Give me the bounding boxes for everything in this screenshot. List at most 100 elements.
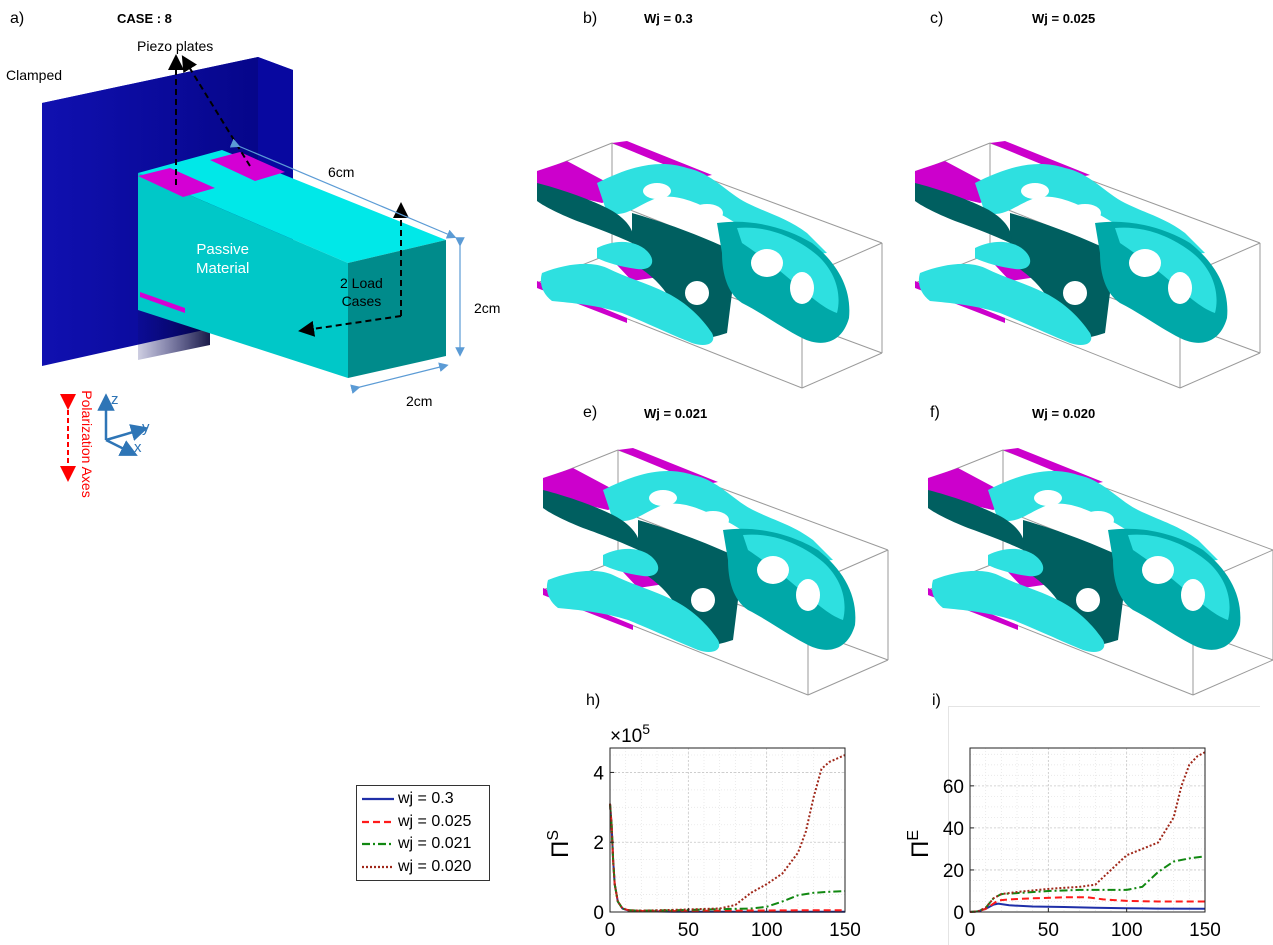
axis-y-arrow bbox=[105, 424, 149, 442]
y-exponent-base: ×10 bbox=[610, 726, 642, 747]
topology-c bbox=[914, 141, 1261, 389]
structure-tip bbox=[1095, 221, 1228, 343]
dim-length-label: 6cm bbox=[328, 164, 355, 180]
structure-hole bbox=[1129, 249, 1161, 277]
series-line-1 bbox=[609, 803, 845, 913]
panel-c-label: c) bbox=[930, 10, 944, 27]
plot-box bbox=[609, 747, 846, 913]
structure-hole bbox=[697, 511, 729, 529]
panel-i-label: i) bbox=[932, 692, 941, 709]
structure-tip bbox=[717, 221, 850, 343]
series-line-4 bbox=[609, 754, 846, 912]
dim-width-label: 2cm bbox=[406, 393, 433, 409]
structure-upper-flange bbox=[537, 183, 634, 243]
panel-b-label: b) bbox=[583, 10, 598, 27]
structure-lower-arm bbox=[546, 570, 720, 652]
y-exponent-sup: 5 bbox=[642, 721, 650, 737]
y-tick-label: 20 bbox=[943, 861, 964, 882]
structure-hole bbox=[649, 490, 677, 506]
series-line-3 bbox=[609, 803, 846, 912]
structure-hole bbox=[1034, 490, 1062, 506]
structure-web bbox=[1023, 520, 1128, 647]
bounding-box-edge bbox=[1192, 659, 1273, 696]
legend: wj = 0.3 wj = 0.025 wj = 0.021 wj = 0.020 bbox=[356, 785, 490, 881]
y-tick-label: 0 bbox=[953, 903, 964, 924]
y-axis-label-sup: E bbox=[905, 830, 922, 841]
structure-hole bbox=[1063, 281, 1087, 305]
legend-swatch bbox=[362, 820, 394, 823]
legend-entry: wj = 0.3 bbox=[361, 789, 454, 809]
panel-f-label: f) bbox=[930, 404, 940, 421]
y-axis-label-base: Π bbox=[907, 841, 934, 858]
panel-c-wj: Wj = 0.025 bbox=[1032, 11, 1096, 26]
topology-f bbox=[927, 448, 1273, 696]
legend-entry: wj = 0.025 bbox=[361, 812, 471, 832]
structure-lower-arm bbox=[918, 263, 1092, 345]
panel-e-wj: Wj = 0.021 bbox=[644, 406, 708, 421]
structure-finger bbox=[603, 548, 659, 577]
beam-schematic bbox=[42, 54, 465, 482]
y-axis-label-sup: S bbox=[545, 830, 562, 841]
structure-upper-flange bbox=[543, 490, 640, 550]
structure-hole bbox=[1076, 588, 1100, 612]
x-tick-label: 0 bbox=[605, 920, 616, 941]
series-line-3 bbox=[969, 855, 1206, 913]
load-arrow-side bbox=[298, 315, 402, 337]
y-exponent: ×105 bbox=[610, 721, 650, 747]
legend-entry: wj = 0.020 bbox=[361, 857, 471, 877]
panel-e-label: e) bbox=[583, 404, 598, 421]
legend-swatch bbox=[362, 842, 394, 846]
y-tick-label: 60 bbox=[943, 777, 964, 798]
beam-front-face bbox=[138, 173, 348, 378]
structure-hole bbox=[691, 204, 723, 222]
load-line2: Cases bbox=[341, 293, 382, 309]
structure-lower-arm bbox=[931, 570, 1105, 652]
structure-hole bbox=[1142, 556, 1174, 584]
structure-hole bbox=[1069, 204, 1101, 222]
structure-upper-flange bbox=[915, 183, 1012, 243]
chart-frame-i bbox=[948, 706, 1260, 945]
axis-x-arrow bbox=[105, 438, 138, 456]
x-tick-label: 0 bbox=[965, 920, 976, 941]
structure-hole bbox=[796, 579, 820, 611]
y-tick-label: 4 bbox=[593, 763, 604, 784]
structure-hole bbox=[790, 272, 814, 304]
axis-z-label: z bbox=[111, 391, 119, 408]
series-line-1 bbox=[969, 902, 1206, 913]
polarization-axes-label: Polarization Axes bbox=[79, 390, 95, 498]
bounding-box-edge bbox=[801, 352, 883, 389]
legend-entry-label: wj = 0.020 bbox=[398, 857, 472, 875]
structure-finger bbox=[975, 241, 1031, 270]
y-axis-label: ΠE bbox=[905, 830, 934, 858]
series-line-4 bbox=[969, 751, 1206, 913]
panel-b-wj: Wj = 0.3 bbox=[644, 11, 693, 26]
piezo-plate-bottom bbox=[140, 292, 185, 313]
legend-entry: wj = 0.021 bbox=[361, 834, 471, 854]
dim-line-length bbox=[229, 138, 457, 239]
panel-a-label: a) bbox=[10, 10, 25, 27]
panel-f-wj: Wj = 0.020 bbox=[1032, 406, 1096, 421]
topology-e bbox=[542, 448, 889, 696]
beam-end-face bbox=[348, 240, 446, 378]
passive-line2: Material bbox=[196, 260, 250, 277]
dim-line-width bbox=[350, 362, 449, 394]
y-tick-label: 40 bbox=[943, 819, 964, 840]
y-axis-label: ΠS bbox=[545, 830, 574, 858]
legend-entry-label: wj = 0.021 bbox=[398, 835, 472, 852]
structure-lower-arm bbox=[540, 263, 714, 345]
clamped-label: Clamped bbox=[6, 67, 63, 83]
plot-box bbox=[969, 747, 1206, 913]
legend-entry-label: wj = 0.3 bbox=[398, 790, 454, 807]
dim-height-label: 2cm bbox=[474, 300, 501, 316]
legend-swatch bbox=[362, 797, 394, 801]
y-tick-label: 0 bbox=[593, 903, 604, 924]
passive-line1: Passive bbox=[196, 241, 249, 258]
structure-web bbox=[1010, 213, 1115, 340]
passive-material-label: Passive Material bbox=[196, 240, 249, 278]
structure-hole bbox=[1021, 183, 1049, 199]
structure-hole bbox=[643, 183, 671, 199]
structure-upper-flange bbox=[928, 490, 1025, 550]
x-tick-label: 150 bbox=[829, 920, 861, 941]
